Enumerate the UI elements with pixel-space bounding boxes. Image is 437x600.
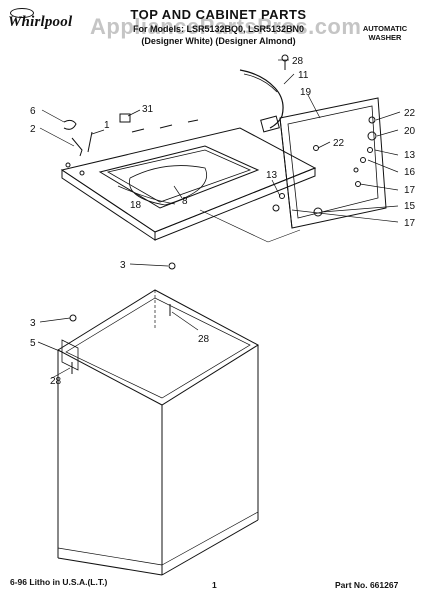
callout-18: 18 [130, 200, 142, 211]
callout-8: 8 [182, 196, 188, 207]
product-type-line2: WASHER [368, 33, 402, 42]
callout-22-center: 22 [333, 138, 345, 149]
callout-28-bottom: 28 [50, 376, 62, 387]
litho-info: 6-96 Litho in U.S.A.(L.T.) [10, 577, 108, 587]
leader-lines [37, 59, 401, 379]
callout-3-lower: 3 [30, 318, 36, 329]
brand-logo: Whirlpool [8, 14, 73, 30]
part-number: Part No. 661267 [335, 580, 399, 590]
product-type-line1: AUTOMATIC [362, 24, 408, 33]
callout-11: 11 [298, 70, 309, 81]
color-subtitle: (Designer White) (Designer Almond) [141, 36, 296, 46]
model-subtitle: For Models: LSR5132BQ0, LSR5132BN0 [132, 24, 305, 34]
top-left-hardware [63, 113, 131, 157]
callout-28-middle: 28 [198, 334, 210, 345]
callout-17-upper: 17 [404, 185, 416, 196]
washer-top [60, 119, 317, 243]
cabinet [56, 262, 259, 576]
callout-16: 16 [404, 167, 416, 178]
callout-3-upper: 3 [120, 260, 126, 271]
watermark: AppliancePartsPros.com [90, 14, 362, 39]
callout-6: 6 [30, 106, 36, 117]
callout-13-center: 13 [266, 170, 278, 181]
callout-22-right: 22 [404, 108, 416, 119]
callout-15: 15 [404, 201, 416, 212]
callout-20: 20 [404, 126, 416, 137]
callout-17-lower: 17 [404, 218, 416, 229]
callout-2: 2 [30, 124, 36, 135]
page-title: TOP AND CABINET PARTS [130, 7, 307, 22]
callout-19: 19 [300, 87, 312, 98]
lid-panel [279, 97, 387, 229]
brand-logo-swoosh [10, 8, 34, 18]
lid-hardware [272, 116, 377, 217]
callout-28-top: 28 [292, 56, 304, 67]
lid-switch-harness [239, 54, 289, 133]
callout-31: 31 [142, 104, 154, 115]
callout-labels: 28 11 19 22 20 13 16 17 15 17 22 13 6 31… [30, 56, 416, 387]
page-number: 1 [212, 580, 217, 590]
callout-1: 1 [104, 120, 110, 131]
callout-13-right: 13 [404, 150, 416, 161]
callout-5: 5 [30, 338, 36, 349]
